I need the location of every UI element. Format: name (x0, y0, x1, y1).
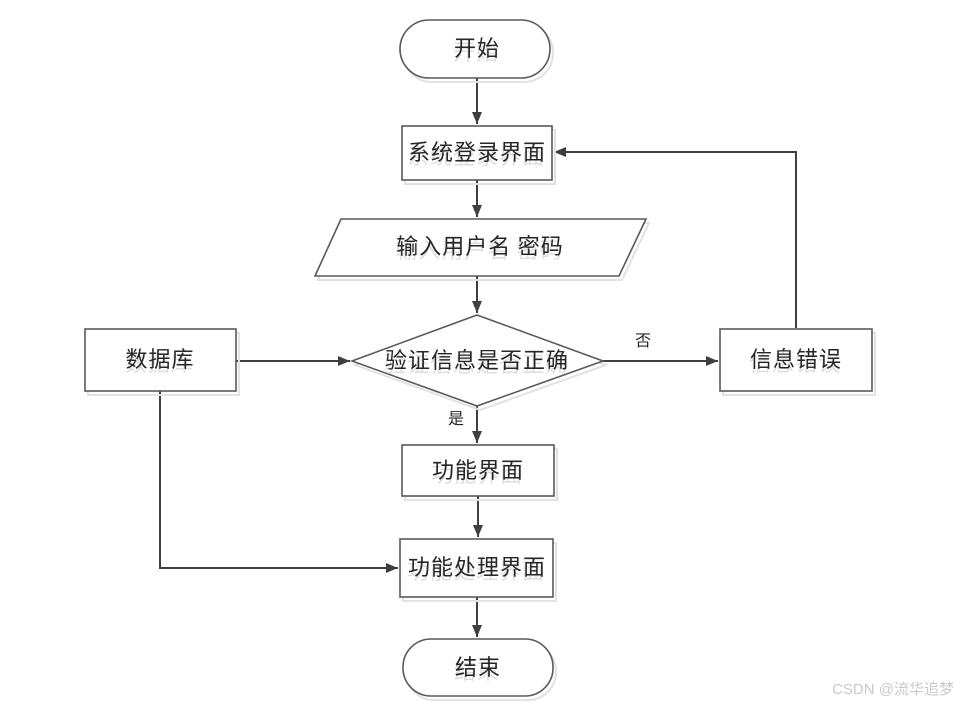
node-input: 输入用户名 密码 (313, 218, 651, 281)
node-login: 系统登录界面 (401, 125, 556, 185)
end-shape (402, 638, 554, 697)
process-label: 功能处理界面 (408, 555, 546, 580)
watermark-text: CSDN @流华追梦 (832, 681, 954, 698)
edges: 否 是 (159, 78, 797, 637)
node-start: 开始 (399, 19, 554, 83)
verify-label: 验证信息是否正确 (385, 348, 569, 373)
start-label: 开始 (454, 36, 500, 61)
input-shape (313, 218, 648, 277)
node-end: 结束 (402, 638, 557, 701)
node-function: 功能界面 (401, 444, 558, 501)
input-label: 输入用户名 密码 (396, 234, 564, 259)
node-database: 数据库 (84, 328, 240, 396)
error-shape (719, 328, 873, 392)
edge-error-to-login (554, 147, 797, 328)
process-shape (399, 538, 554, 598)
node-process: 功能处理界面 (399, 538, 557, 602)
edge-database-to-process (159, 391, 398, 573)
edge-label-no: 否 (635, 333, 651, 350)
edge-label-yes: 是 (448, 411, 464, 428)
node-error: 信息错误 (719, 328, 876, 396)
login-shape (401, 125, 553, 181)
function-shape (401, 444, 555, 497)
login-label: 系统登录界面 (408, 140, 546, 165)
database-label: 数据库 (125, 347, 194, 372)
function-label: 功能界面 (432, 458, 524, 483)
verify-shape (349, 314, 606, 407)
error-label: 信息错误 (750, 347, 842, 372)
database-shape (84, 328, 237, 392)
node-verify: 验证信息是否正确 (349, 314, 609, 412)
end-label: 结束 (455, 655, 501, 680)
start-shape (399, 19, 551, 79)
